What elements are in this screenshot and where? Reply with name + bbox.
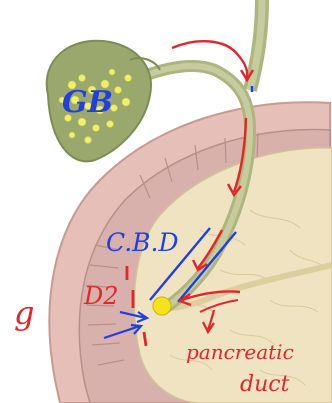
d2-wall-mark-2: [144, 332, 146, 346]
ampulla-stone: [153, 297, 171, 315]
label-pancreatic: pancreatic: [186, 340, 294, 364]
label-duct: duct: [240, 372, 290, 397]
label-gb: GB: [62, 85, 113, 120]
label-d2: D2: [83, 282, 119, 310]
label-side-mark: g: [14, 294, 34, 332]
label-cbd: C.B.D: [106, 228, 179, 257]
